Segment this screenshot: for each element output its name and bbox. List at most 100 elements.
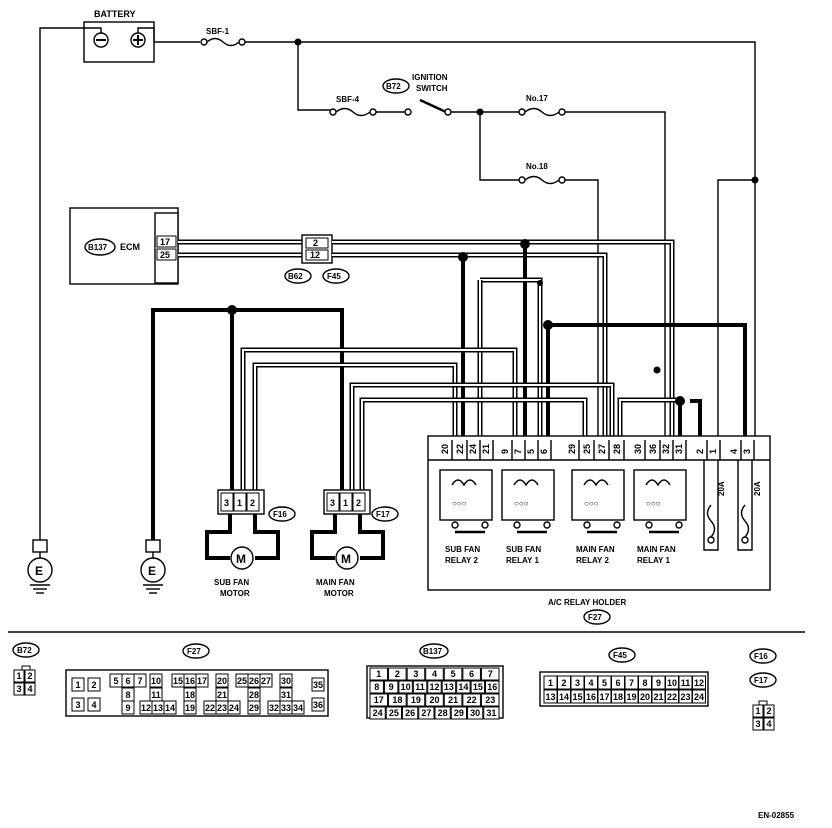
fuse-18-label: No.18 <box>526 162 548 171</box>
main-fan-motor-symbol: M <box>341 552 351 566</box>
holder-pin-36: 36 <box>648 444 658 454</box>
relay-main-fan-2-l2: RELAY 2 <box>576 556 609 565</box>
f45-pin-18: 18 <box>613 692 623 702</box>
ecm: B137 ECM 17 25 <box>69 207 179 285</box>
holder-pin-32: 32 <box>661 444 671 454</box>
conn-tag-b62: B62 <box>288 272 303 281</box>
f17-pin-1: 1 <box>343 498 348 508</box>
holder-pin-4: 4 <box>729 449 739 454</box>
f27-pin-25: 25 <box>237 676 247 686</box>
f45-pin-14: 14 <box>559 692 569 702</box>
f27-pin-19: 19 <box>185 703 195 713</box>
sub-fan-motor: 3 1 2 F16 M SUB FAN MOTOR <box>205 489 296 598</box>
f45-pin-13: 13 <box>545 692 555 702</box>
conn-pin-12: 12 <box>310 250 320 260</box>
holder-pin-7: 7 <box>513 449 523 454</box>
f17-pin-2: 2 <box>356 498 361 508</box>
f27-pin-34: 34 <box>293 703 303 713</box>
f45-pin-10: 10 <box>667 678 677 688</box>
b137-pin-15: 15 <box>473 682 483 692</box>
f17c-pin-3: 3 <box>755 719 760 729</box>
b137-pin-31: 31 <box>486 708 496 718</box>
ecm-pin-17: 17 <box>160 237 170 247</box>
f27-pin-1: 1 <box>75 680 80 690</box>
sub-fan-motor-label-1: SUB FAN <box>214 578 249 587</box>
b137-pin-19: 19 <box>411 695 421 705</box>
f45-pin-21: 21 <box>653 692 663 702</box>
f27-pin-30: 30 <box>281 676 291 686</box>
ignition-switch: B72 IGNITION SWITCH <box>382 73 452 116</box>
holder-tag: F27 <box>588 613 602 622</box>
f45-pin-17: 17 <box>599 692 609 702</box>
f45-pin-11: 11 <box>681 678 691 688</box>
f27-pin-20: 20 <box>217 676 227 686</box>
f45-pin-1: 1 <box>548 678 553 688</box>
f27-pin-15: 15 <box>173 676 183 686</box>
b137-pin-24: 24 <box>373 708 383 718</box>
f27-pin-5: 5 <box>113 676 118 686</box>
f45-pin-9: 9 <box>656 678 661 688</box>
holder-pin-2: 2 <box>695 449 705 454</box>
f27-pin-23: 23 <box>217 703 227 713</box>
f45-pin-8: 8 <box>642 678 647 688</box>
f27-pin-2: 2 <box>91 680 96 690</box>
b137-pin-2: 2 <box>395 669 400 679</box>
relay-main-fan-1: ○○○ MAIN FAN RELAY 1 <box>633 469 687 565</box>
holder-pin-5: 5 <box>526 449 536 454</box>
relay-sub-fan-1: ○○○ SUB FAN RELAY 1 <box>501 469 555 565</box>
svg-text:○○○: ○○○ <box>452 499 467 508</box>
f27-pin-16: 16 <box>185 676 195 686</box>
f17-tag: F17 <box>376 510 390 519</box>
b72-pin-4: 4 <box>27 684 32 694</box>
f27-pin-6: 6 <box>125 676 130 686</box>
fuse-20a-1: 20A <box>703 460 726 551</box>
holder-pin-24: 24 <box>468 444 478 454</box>
f27-pin-21: 21 <box>217 690 227 700</box>
f45-pin-15: 15 <box>572 692 582 702</box>
f45-pin-24: 24 <box>694 692 704 702</box>
b137-pin-5: 5 <box>451 669 456 679</box>
fuse-20a-1-label: 20A <box>717 481 726 496</box>
svg-text:○○○: ○○○ <box>514 499 529 508</box>
f27-tag: F27 <box>187 647 201 656</box>
f27-pin-11: 11 <box>151 690 161 700</box>
b72-pin-2: 2 <box>27 671 32 681</box>
holder-pin-20: 20 <box>440 444 450 454</box>
b137-pin-4: 4 <box>432 669 437 679</box>
ignition-switch-label-2: SWITCH <box>416 84 448 93</box>
relay-sub-fan-1-l1: SUB FAN <box>506 545 541 554</box>
f16-conn-tag: F16 <box>754 652 768 661</box>
holder-pin-9: 9 <box>500 449 510 454</box>
f27-pin-12: 12 <box>141 703 151 713</box>
battery-label: BATTERY <box>94 9 136 19</box>
f45-tag: F45 <box>613 651 627 660</box>
b137-pin-18: 18 <box>392 695 402 705</box>
relay-sub-fan-2: ○○○ SUB FAN RELAY 2 <box>439 469 493 565</box>
fuse-20a-2: 20A <box>737 460 762 551</box>
b137-pin-22: 22 <box>467 695 477 705</box>
f45-pin-19: 19 <box>626 692 636 702</box>
b137-tag: B137 <box>423 647 443 656</box>
f45-pin-7: 7 <box>629 678 634 688</box>
ac-relay-holder-label: A/C RELAY HOLDER <box>548 598 626 607</box>
b137-pin-26: 26 <box>405 708 415 718</box>
ground-1: E <box>27 539 53 594</box>
relay-main-fan-1-l2: RELAY 1 <box>637 556 670 565</box>
f17-pin-3: 3 <box>330 498 335 508</box>
b137-pin-1: 1 <box>376 669 381 679</box>
f27-pin-8: 8 <box>125 690 130 700</box>
f17-conn-tag: F17 <box>754 676 768 685</box>
b137-pin-16: 16 <box>487 682 497 692</box>
ignition-switch-label-1: IGNITION <box>412 73 448 82</box>
b137-pin-27: 27 <box>421 708 431 718</box>
f27-pin-18: 18 <box>185 690 195 700</box>
f27-pin-35: 35 <box>313 680 323 690</box>
f45-pin-22: 22 <box>667 692 677 702</box>
b137-pin-11: 11 <box>415 682 425 692</box>
b137-pin-23: 23 <box>485 695 495 705</box>
